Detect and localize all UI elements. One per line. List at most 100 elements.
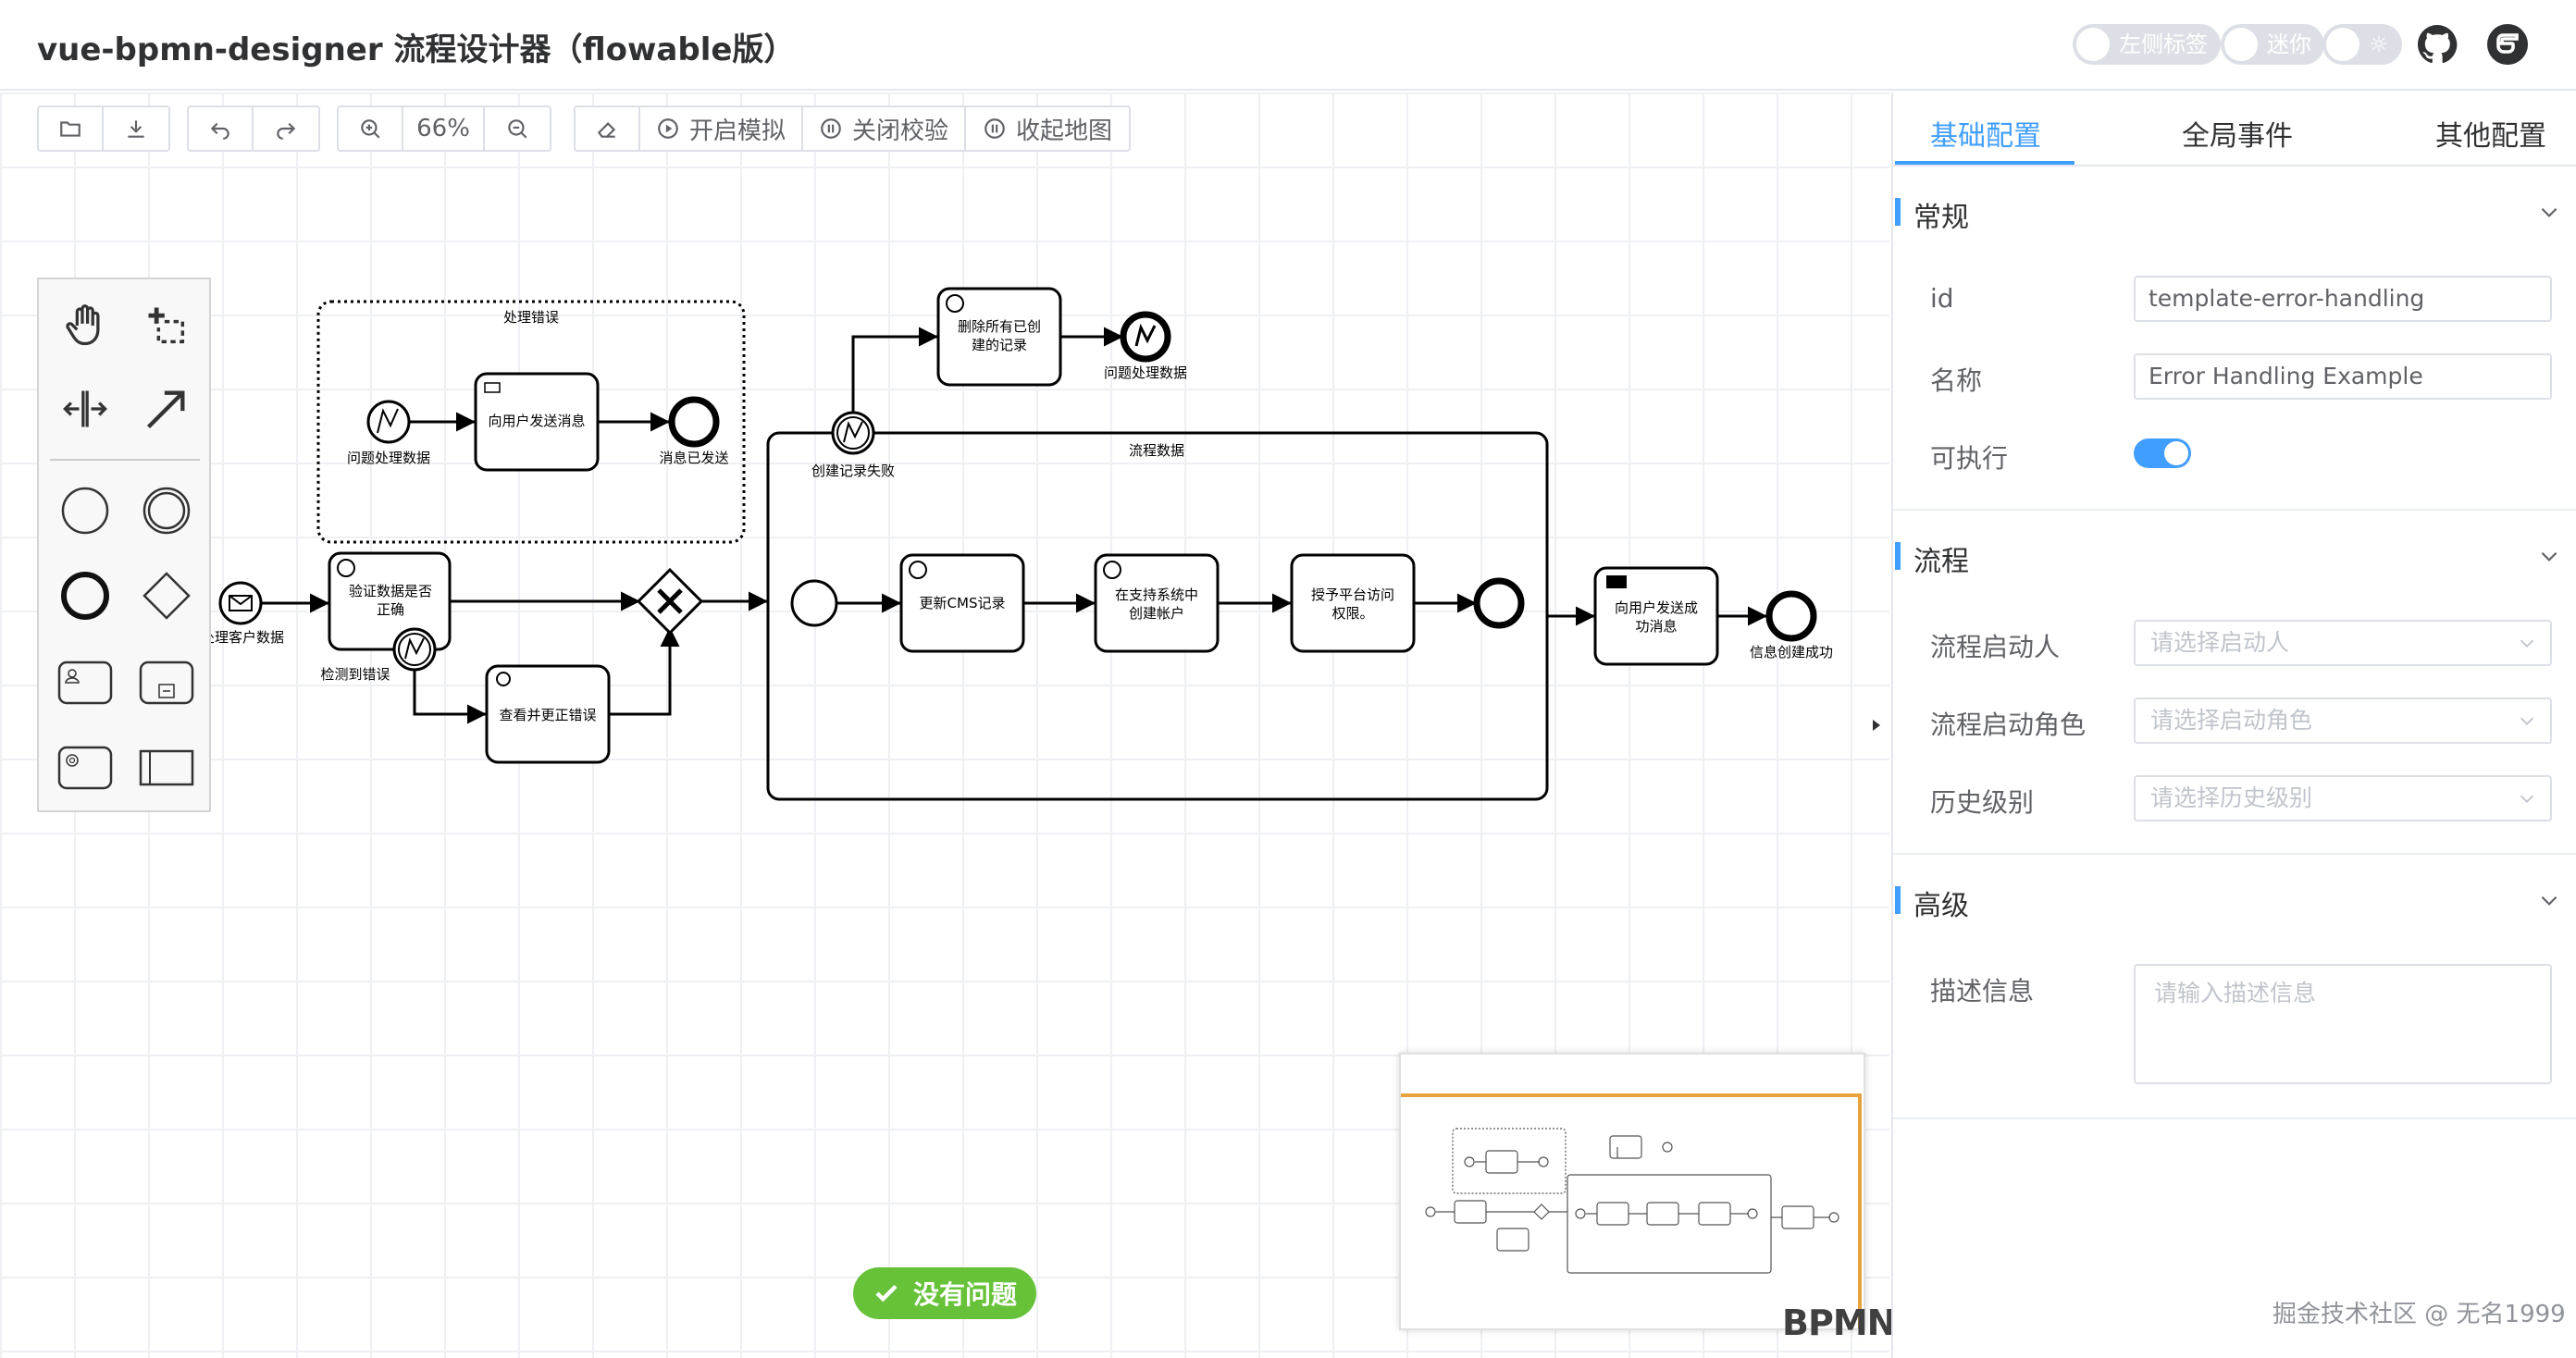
boundary-error-label: 检测到错误 — [320, 666, 390, 683]
space-tool[interactable] — [52, 376, 118, 442]
description-textarea[interactable]: 请输入描述信息 — [2134, 964, 2552, 1084]
service-task-icon — [909, 561, 927, 579]
watermark: 掘金技术社区 @ 无名1999 — [2273, 1301, 2566, 1328]
id-input[interactable]: template-error-handling — [2134, 276, 2552, 322]
section-accent-bar — [1895, 886, 1901, 914]
role-select[interactable]: 请选择启动角色 — [2134, 698, 2552, 744]
bpmn-diagram[interactable]: 处理错误 问题处理数据 向用户发送消息 消息已发送 处理客户数据 验证数据是否 … — [0, 93, 1889, 1358]
tab-basic-config[interactable]: 基础配置 — [1930, 120, 2041, 153]
chevron-down-icon — [2541, 895, 2557, 906]
error-subprocess-label: 处理错误 — [503, 309, 559, 326]
executable-label: 可执行 — [1930, 443, 2009, 474]
gitee-icon[interactable] — [2485, 22, 2530, 67]
grant-access-line1: 授予平台访问 — [1311, 586, 1394, 603]
error-event-subprocess[interactable] — [316, 300, 746, 544]
download-button[interactable] — [104, 107, 168, 150]
lasso-icon — [148, 307, 185, 344]
sequence-flow[interactable] — [851, 327, 938, 413]
tab-global-events[interactable]: 全局事件 — [2182, 120, 2293, 153]
left-tag-switch[interactable]: 左侧标签 — [2073, 24, 2221, 65]
subprocess-start-event[interactable] — [790, 579, 838, 627]
validation-status[interactable]: 没有问题 — [853, 1267, 1036, 1319]
initiator-placeholder: 请选择启动人 — [2150, 629, 2290, 656]
boundary-inner-ring — [836, 416, 870, 450]
history-select[interactable]: 请选择历史级别 — [2134, 775, 2552, 821]
start-event-tool[interactable] — [52, 477, 118, 544]
minimap-preview — [1401, 1093, 1862, 1328]
zoom-out-button[interactable] — [485, 107, 550, 150]
error-icon — [843, 421, 863, 443]
redo-button[interactable] — [254, 107, 318, 150]
subprocess-tool[interactable] — [133, 649, 200, 716]
sequence-flow[interactable] — [609, 627, 680, 716]
tools-group: 开启模拟 关闭校验 收起地图 — [574, 105, 1131, 152]
success-end-event[interactable] — [1765, 590, 1817, 642]
subprocess-end-event[interactable] — [1473, 577, 1525, 629]
end-event-icon — [61, 572, 109, 620]
initiator-select[interactable]: 请选择启动人 — [2134, 620, 2552, 666]
zoom-level[interactable]: 66% — [403, 107, 485, 150]
pool-icon — [139, 749, 194, 786]
chevron-down-icon — [2541, 551, 2557, 562]
history-label: 历史级别 — [1930, 787, 2035, 818]
notify-user-line1: 向用户发送成 — [1615, 599, 1698, 616]
section-general-header[interactable]: 常规 — [1893, 174, 2576, 248]
history-group — [187, 105, 320, 152]
panel-tabs: 基础配置 全局事件 其他配置 — [1893, 93, 2576, 167]
executable-switch[interactable] — [2134, 438, 2191, 468]
connect-tool[interactable] — [133, 376, 200, 442]
undo-button[interactable] — [189, 107, 254, 150]
pool-tool[interactable] — [133, 735, 200, 801]
validate-task-line1: 验证数据是否 — [349, 583, 432, 599]
theme-switch[interactable]: ☼ — [2322, 24, 2402, 65]
section-flow-header[interactable]: 流程 — [1893, 518, 2576, 592]
end-event-tool[interactable] — [52, 562, 118, 629]
switch-knob — [2326, 28, 2359, 61]
role-label: 流程启动角色 — [1930, 710, 2087, 740]
id-label: id — [1930, 283, 1954, 314]
section-flow-title: 流程 — [1913, 546, 1969, 578]
chevron-down-icon — [2520, 795, 2534, 803]
github-icon[interactable] — [2415, 22, 2459, 67]
intermediate-event-icon — [142, 487, 191, 535]
app-title: vue-bpmn-designer 流程设计器（flowable版） — [37, 31, 796, 68]
start-event-icon — [61, 487, 109, 535]
switch-knob — [2224, 28, 2258, 61]
tab-other-config[interactable]: 其他配置 — [2435, 120, 2546, 153]
fix-error-label: 查看并更正错误 — [499, 707, 596, 723]
grant-access-task[interactable] — [1290, 553, 1416, 653]
panel-toggle[interactable] — [1856, 698, 1893, 753]
sequence-flow[interactable] — [413, 670, 487, 724]
section-advanced-header[interactable]: 高级 — [1893, 862, 2576, 936]
name-input[interactable]: Error Handling Example — [2134, 353, 2552, 400]
minimap-viewport[interactable] — [1401, 1093, 1862, 1328]
create-account-task[interactable] — [1094, 553, 1220, 653]
hand-tool[interactable] — [52, 292, 118, 359]
role-placeholder: 请选择启动角色 — [2150, 707, 2313, 734]
chevron-down-icon — [2541, 207, 2557, 217]
lasso-tool[interactable] — [133, 292, 200, 359]
zoom-in-button[interactable] — [339, 107, 403, 150]
section-advanced-title: 高级 — [1913, 890, 1969, 922]
mini-switch[interactable]: 迷你 — [2221, 24, 2324, 65]
subprocess-icon — [139, 660, 194, 705]
message-sent-end-event[interactable] — [668, 396, 720, 448]
minimap-button[interactable]: 收起地图 — [966, 107, 1129, 150]
lint-button[interactable]: 关闭校验 — [803, 107, 966, 150]
section-general-title: 常规 — [1913, 202, 1969, 234]
history-placeholder: 请选择历史级别 — [2150, 784, 2313, 811]
clear-button[interactable] — [576, 107, 640, 150]
gateway-tool[interactable] — [133, 562, 200, 629]
check-icon — [875, 1284, 898, 1302]
simulate-button[interactable]: 开启模拟 — [640, 107, 803, 150]
service-task-icon — [337, 559, 355, 577]
pause-icon — [821, 118, 841, 139]
palette-separator — [50, 459, 200, 461]
intermediate-event-tool[interactable] — [133, 477, 200, 544]
service-task-icon — [1103, 561, 1121, 579]
initiator-label: 流程启动人 — [1930, 632, 2061, 662]
minimap[interactable] — [1399, 1053, 1865, 1330]
service-task-tool[interactable] — [52, 735, 118, 801]
user-task-tool[interactable] — [52, 649, 118, 716]
open-file-button[interactable] — [39, 107, 104, 150]
